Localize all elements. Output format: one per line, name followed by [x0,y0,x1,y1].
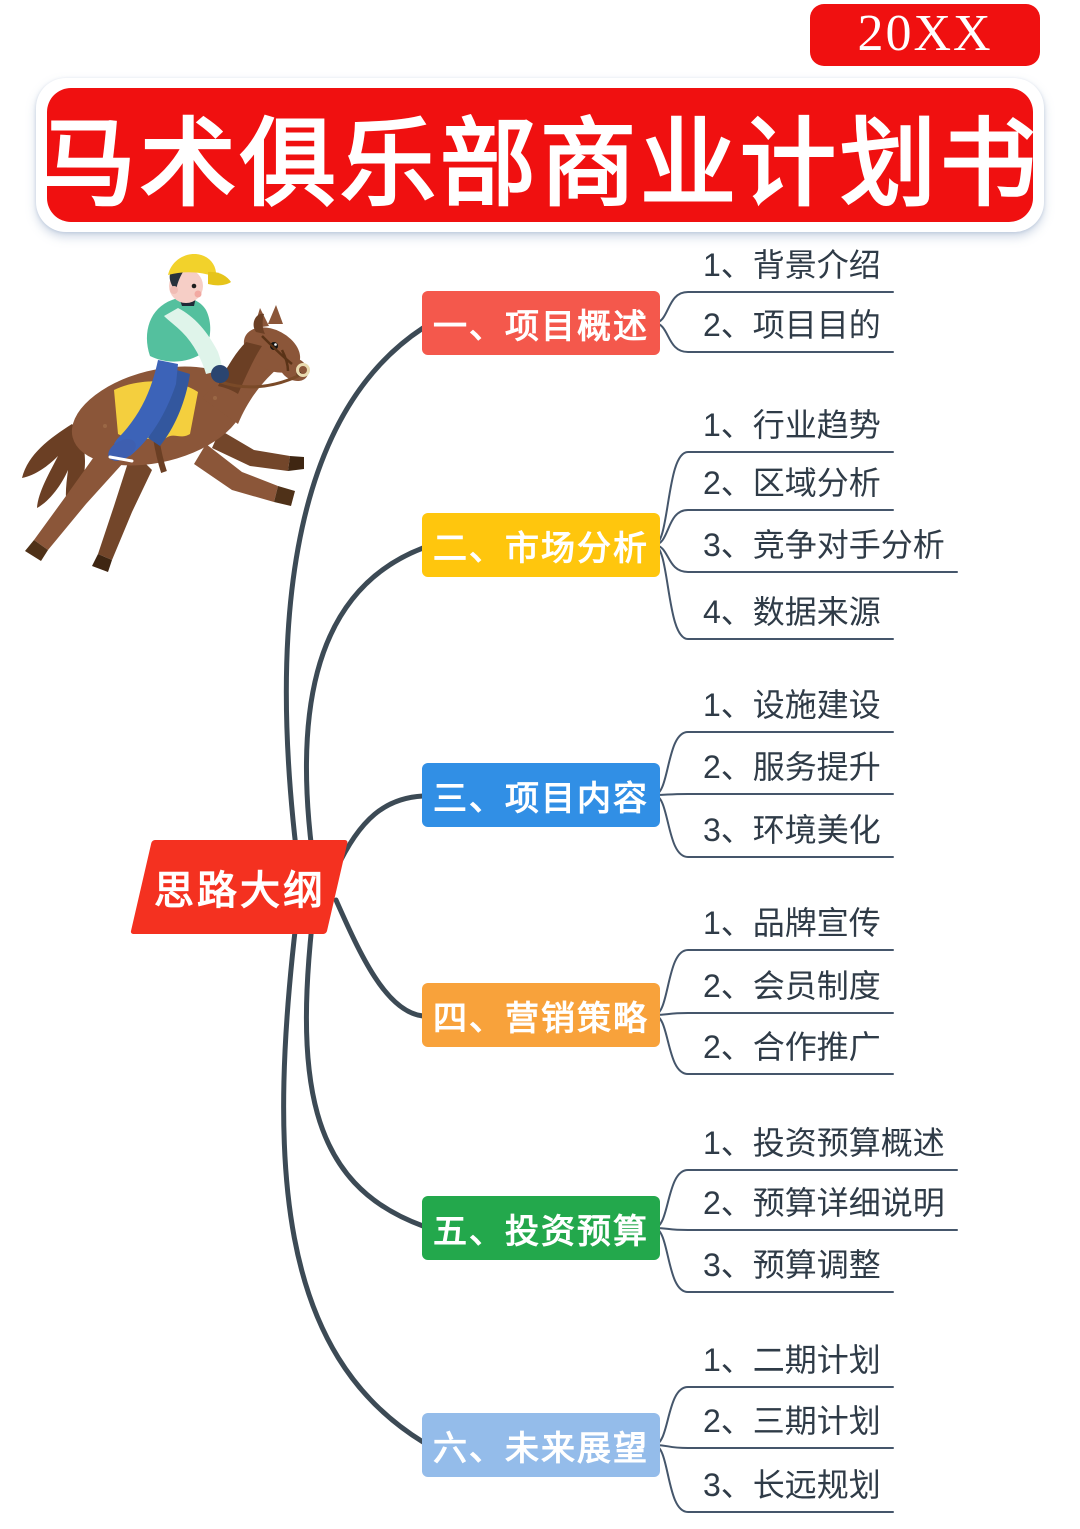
leaf-node[interactable]: 3、长远规划 [703,1467,881,1503]
branch-node-4[interactable]: 四、营销策略 [422,983,660,1047]
leaf-node[interactable]: 2、服务提升 [703,749,881,785]
leaf-node[interactable]: 1、投资预算概述 [703,1125,945,1161]
leaf-node[interactable]: 2、会员制度 [703,968,881,1004]
year-badge: 20XX [810,4,1040,66]
branch-node-5[interactable]: 五、投资预算 [422,1196,660,1260]
horse-rider-illustration [10,248,310,578]
connector-path [281,887,426,1445]
title-banner-card: 马术俱乐部商业计划书 [36,78,1044,232]
branch-node-1[interactable]: 一、项目概述 [422,291,660,355]
branch-label: 六、未来展望 [433,1429,649,1468]
branch-label: 二、市场分析 [433,529,649,568]
center-topic-label: 思路大纲 [154,869,326,913]
branch-label: 一、项目概述 [433,307,649,346]
leaf-node[interactable]: 1、设施建设 [703,687,881,723]
horse-rider-svg [22,254,310,572]
connector-path [283,325,426,883]
center-topic-node[interactable]: 思路大纲 [130,840,348,934]
connector-path [333,897,426,1019]
leaf-node[interactable]: 2、项目目的 [703,307,881,343]
connector-path [303,545,426,883]
connector-path [653,793,894,796]
connector-path [303,887,426,1229]
branch-node-2[interactable]: 二、市场分析 [422,513,660,577]
page-title: 马术俱乐部商业计划书 [40,110,1040,218]
leaf-node[interactable]: 4、数据来源 [703,594,881,630]
connector-path [653,1012,894,1016]
leaf-node[interactable]: 3、预算调整 [703,1247,881,1283]
leaf-node[interactable]: 1、品牌宣传 [703,905,881,941]
leaf-node[interactable]: 2、预算详细说明 [703,1185,945,1221]
leaf-node[interactable]: 1、行业趋势 [703,407,881,443]
branch-label: 五、投资预算 [433,1212,649,1251]
leaf-node[interactable]: 3、竞争对手分析 [703,527,945,563]
leaf-node[interactable]: 2、三期计划 [703,1403,881,1439]
branch-node-3[interactable]: 三、项目内容 [422,763,660,827]
branch-label: 三、项目内容 [433,779,649,818]
connector-path [333,793,426,873]
leaf-node[interactable]: 1、背景介绍 [703,247,881,283]
branch-label: 四、营销策略 [433,999,649,1038]
branch-node-6[interactable]: 六、未来展望 [422,1413,660,1477]
leaf-node[interactable]: 1、二期计划 [703,1342,881,1378]
leaf-node[interactable]: 2、合作推广 [703,1029,881,1065]
title-banner: 马术俱乐部商业计划书 [40,88,1036,222]
leaf-node[interactable]: 2、区域分析 [703,465,881,501]
leaf-node[interactable]: 3、环境美化 [703,812,881,848]
